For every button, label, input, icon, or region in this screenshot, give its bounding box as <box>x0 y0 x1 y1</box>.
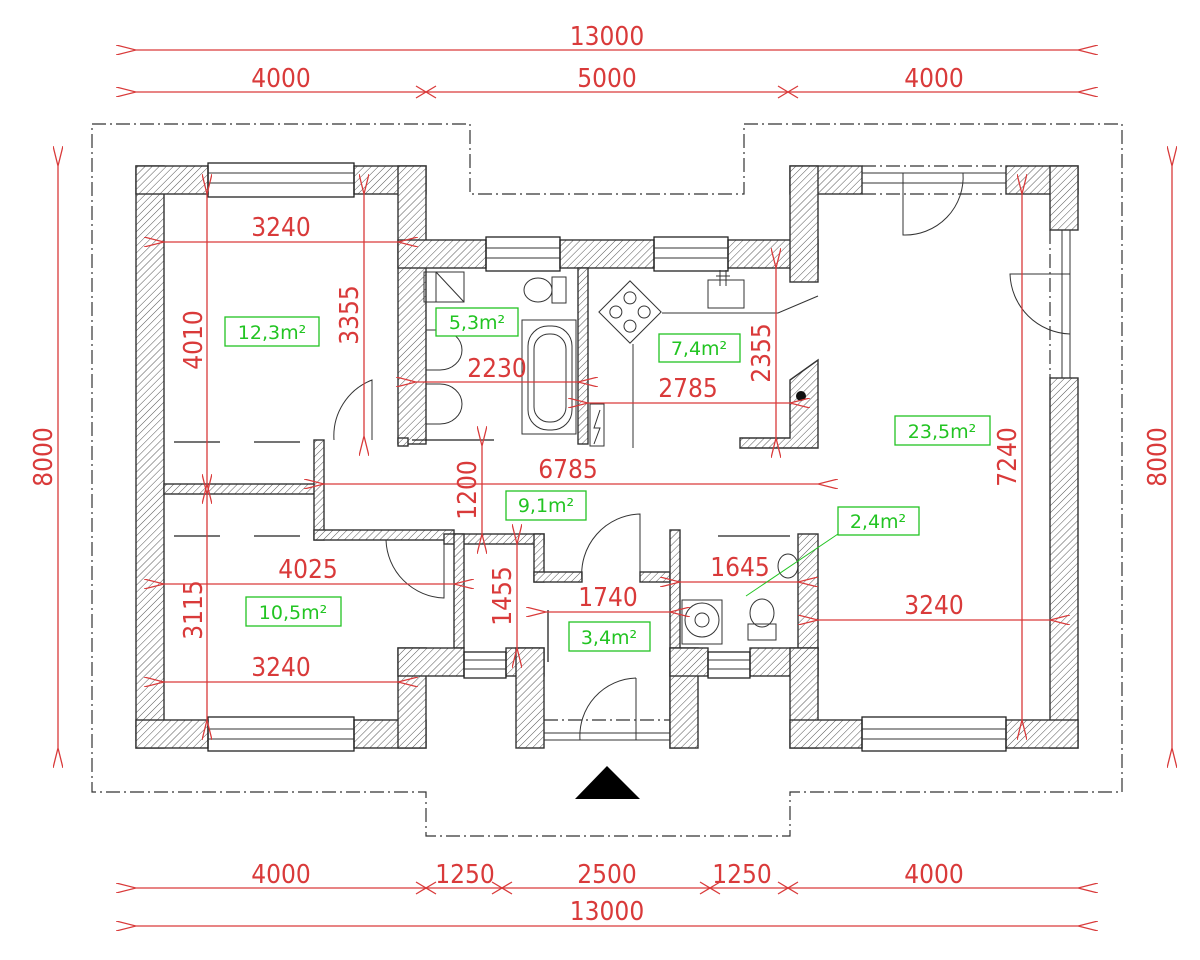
dim-living-height: 7240 <box>993 427 1023 487</box>
window-kitchen <box>653 236 729 272</box>
area-bedroom1: 12,3m² <box>238 322 306 344</box>
dim-bathroom-width: 2230 <box>467 354 527 384</box>
dim-bedroom2-width-a: 4025 <box>278 555 338 585</box>
window-bedroom2 <box>207 716 355 752</box>
window-bedroom1 <box>207 162 355 198</box>
dim-bottom-seg-1: 4000 <box>251 860 311 890</box>
area-hallway: 9,1m² <box>518 495 574 517</box>
door-bedroom2 <box>385 539 445 599</box>
dimension-lines <box>58 50 1172 926</box>
dim-entrance-width: 1740 <box>578 583 638 613</box>
area-living-room: 23,5m² <box>908 421 976 443</box>
dimension-labels: 13000 4000 5000 4000 4000 1250 2500 1250… <box>29 22 1173 927</box>
dim-living-width: 3240 <box>904 591 964 621</box>
dim-bedroom1-height-b: 3355 <box>335 285 365 345</box>
dim-hallway-height: 1200 <box>453 460 483 520</box>
area-entrance: 3,4m² <box>581 627 637 649</box>
door-entrance <box>581 513 641 581</box>
dim-top-total: 13000 <box>570 22 644 52</box>
kitchen-sink-icon <box>707 270 745 309</box>
walls <box>135 165 1079 749</box>
dim-top-seg-2: 5000 <box>577 64 637 94</box>
window-bath <box>485 236 561 272</box>
area-bathroom: 5,3m² <box>449 312 505 334</box>
washer-icon <box>681 599 723 645</box>
dim-left-height: 8000 <box>29 427 59 487</box>
entrance-arrow-icon <box>575 766 640 799</box>
area-wc: 2,4m² <box>850 511 906 533</box>
dim-kitchen-width: 2785 <box>658 374 718 404</box>
dim-wc-width: 1645 <box>710 553 770 583</box>
front-door <box>544 677 670 741</box>
wc-toilet-icon <box>747 598 777 641</box>
dim-storage-height: 1455 <box>488 566 518 626</box>
door-bedroom1 <box>333 379 373 441</box>
roof-outline <box>91 123 1123 837</box>
dim-bottom-seg-3: 2500 <box>577 860 637 890</box>
terrace-door-right <box>1009 230 1071 378</box>
electric-panel-icon <box>589 403 605 447</box>
toilet-icon <box>523 276 567 304</box>
dim-top-seg-3: 4000 <box>904 64 964 94</box>
dim-bedroom2-width-b: 3240 <box>251 653 311 683</box>
terrace-door-top <box>862 165 1006 236</box>
dim-top-seg-1: 4000 <box>251 64 311 94</box>
area-kitchen: 7,4m² <box>671 338 727 360</box>
bathtub-icon <box>521 319 577 435</box>
stove-icon <box>598 280 662 344</box>
window-storage <box>463 651 507 679</box>
dim-bottom-total: 13000 <box>570 897 644 927</box>
area-labels: 12,3m² 5,3m² 7,4m² 23,5m² 9,1m² 10,5m² 3… <box>224 307 991 652</box>
dim-hallway-width: 6785 <box>538 455 598 485</box>
shower-icon <box>423 271 465 303</box>
dim-bedroom1-height-a: 4010 <box>179 310 209 370</box>
dim-bottom-seg-5: 4000 <box>904 860 964 890</box>
fixtures <box>423 270 819 645</box>
dim-kitchen-height: 2355 <box>747 323 777 383</box>
dim-bottom-seg-2: 1250 <box>435 860 495 890</box>
dim-bedroom2-height: 3115 <box>179 580 209 640</box>
wc-sink-icon <box>777 553 799 579</box>
dim-right-height: 8000 <box>1143 427 1173 487</box>
window-living <box>861 716 1007 752</box>
sink-icon <box>425 329 463 425</box>
flue-icon <box>796 391 806 401</box>
dim-bottom-seg-4: 1250 <box>712 860 772 890</box>
area-bedroom2: 10,5m² <box>259 602 327 624</box>
window-wc <box>707 651 751 679</box>
dim-bedroom1-width: 3240 <box>251 213 311 243</box>
